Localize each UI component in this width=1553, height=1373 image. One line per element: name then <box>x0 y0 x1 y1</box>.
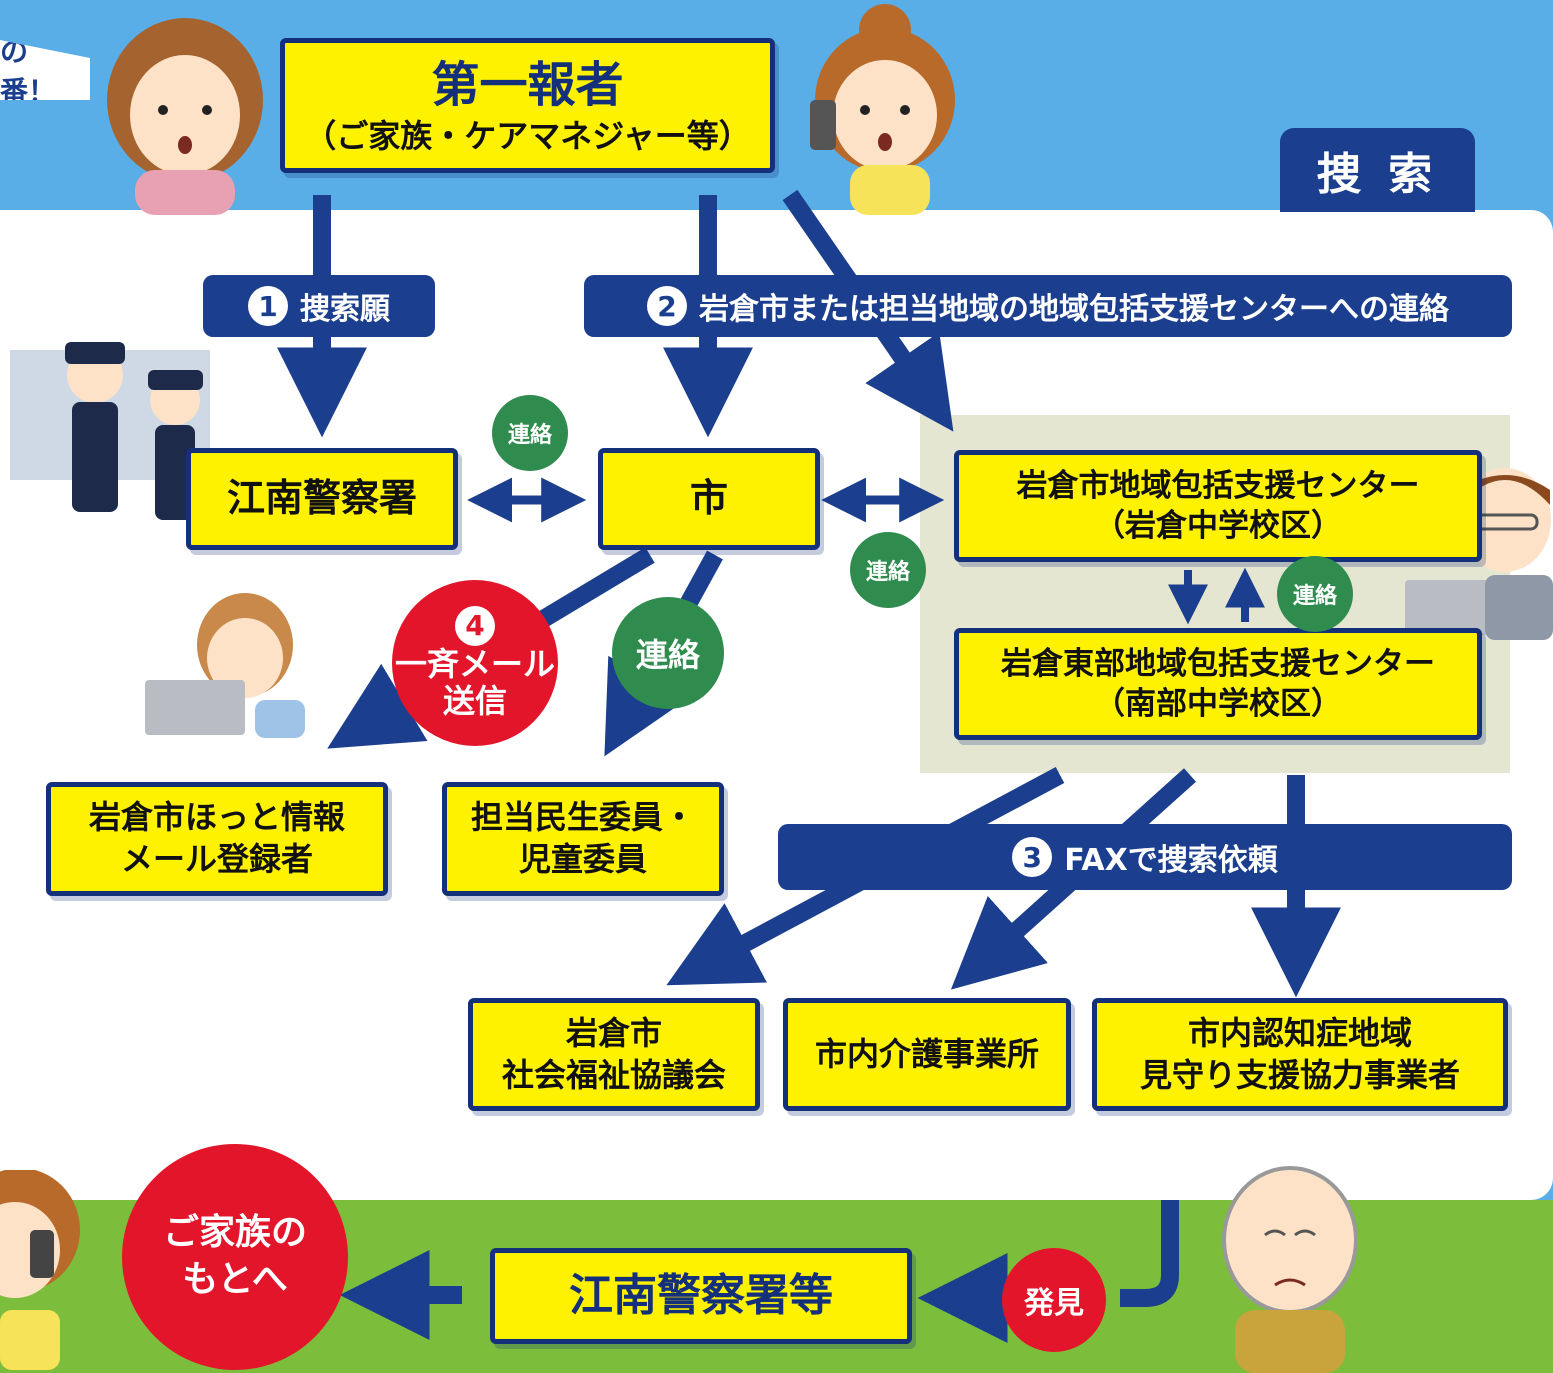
family-line1: ご家族の <box>162 1212 307 1254</box>
police-box: 江南警察署 <box>186 448 458 550</box>
city-box-label: 市 <box>689 476 728 521</box>
council-line2: 社会福祉協議会 <box>501 1055 726 1094</box>
welfare-line1: 担当民生委員・ <box>470 798 695 837</box>
center2-box: 岩倉東部地域包括支援センター （南部中学校区） <box>954 628 1482 740</box>
mail-line2: メール登録者 <box>120 840 313 878</box>
step3-number: 3 <box>1012 837 1053 877</box>
operator-illustration <box>145 593 305 738</box>
search-tab-label: 捜 索 <box>1316 149 1439 200</box>
step4-line2: 送信 <box>442 682 507 720</box>
step3-label: FAXで捜索依頼 <box>1064 843 1278 878</box>
center1-line2: （岩倉中学校区） <box>1094 508 1342 544</box>
police-etc-label: 江南警察署等 <box>569 1270 833 1322</box>
city-box: 市 <box>598 448 820 550</box>
contact-badge-label: 連絡 <box>635 636 700 674</box>
first-reporter-title: 第一報者 <box>431 56 624 113</box>
step1-band: 1 捜索願 <box>203 275 435 337</box>
first-reporter-box: 第一報者 （ご家族・ケアマネジャー等） <box>280 38 775 173</box>
police-officers-illustration <box>10 342 210 520</box>
welfare-line2: 児童委員 <box>518 840 647 878</box>
mass-email-badge: 4 一斉メール 送信 <box>392 580 558 746</box>
center2-line2: （南部中学校区） <box>1094 686 1342 722</box>
step2-band: 2 岩倉市または担当地域の地域包括支援センターへの連絡 <box>584 275 1512 337</box>
step4-line1: 一斉メール <box>394 645 555 684</box>
contact-badge-label: 連絡 <box>865 560 910 585</box>
contact-badge-label: 連絡 <box>507 423 552 448</box>
center2-line1: 岩倉東部地域包括支援センター <box>1001 645 1435 682</box>
step1-label: 捜索願 <box>300 292 390 327</box>
family-line2: もとへ <box>182 1259 288 1300</box>
welfare-commissioner-box: 担当民生委員・ 児童委員 <box>442 782 724 896</box>
step4-number: 4 <box>455 606 495 647</box>
dementia-line1: 市内認知症地域 <box>1187 1013 1412 1052</box>
phone-woman-illustration <box>810 4 955 215</box>
contact-badge-centers: 連絡 <box>1277 556 1353 632</box>
police-box-label: 江南警察署 <box>226 476 417 521</box>
return-to-family-badge: ご家族の もとへ <box>122 1144 348 1370</box>
elderly-man-illustration <box>1222 1166 1358 1373</box>
police-etc-box: 江南警察署等 <box>490 1248 912 1344</box>
dementia-line2: 見守り支援協力事業者 <box>1139 1055 1460 1094</box>
center1-box: 岩倉市地域包括支援センター （岩倉中学校区） <box>954 450 1482 562</box>
contact-badge-police-city: 連絡 <box>492 395 568 471</box>
mail-line1: 岩倉市ほっと情報 <box>88 798 345 837</box>
contact-badge-city-centers: 連絡 <box>850 532 926 608</box>
care-label: 市内介護事業所 <box>814 1034 1039 1073</box>
social-welfare-council-box: 岩倉市 社会福祉協議会 <box>468 998 760 1111</box>
center1-line1: 岩倉市地域包括支援センター <box>1016 467 1420 504</box>
search-tab: 捜 索 <box>1280 128 1475 212</box>
found-badge: 発見 <box>1002 1248 1106 1352</box>
found-badge-label: 発見 <box>1024 1286 1084 1321</box>
contact-badge-welfare: 連絡 <box>612 597 724 709</box>
step2-number: 2 <box>647 286 687 326</box>
dementia-support-box: 市内認知症地域 見守り支援協力事業者 <box>1092 998 1508 1111</box>
mail-registrants-box: 岩倉市ほっと情報 メール登録者 <box>46 782 388 896</box>
council-line1: 岩倉市 <box>565 1013 662 1052</box>
first-reporter-subtitle: （ご家族・ケアマネジャー等） <box>304 116 751 155</box>
contact-badge-label: 連絡 <box>1292 584 1337 609</box>
staff-man-illustration <box>1405 468 1553 640</box>
worried-woman-illustration <box>107 18 263 215</box>
family-member-illustration <box>0 1170 80 1370</box>
step1-number: 1 <box>248 286 288 326</box>
step2-label: 岩倉市または担当地域の地域包括支援センターへの連絡 <box>699 292 1449 327</box>
arrow-found-hook <box>1120 1200 1179 1307</box>
step3-band: 3 FAXで捜索依頼 <box>778 824 1512 890</box>
care-providers-box: 市内介護事業所 <box>783 998 1071 1111</box>
